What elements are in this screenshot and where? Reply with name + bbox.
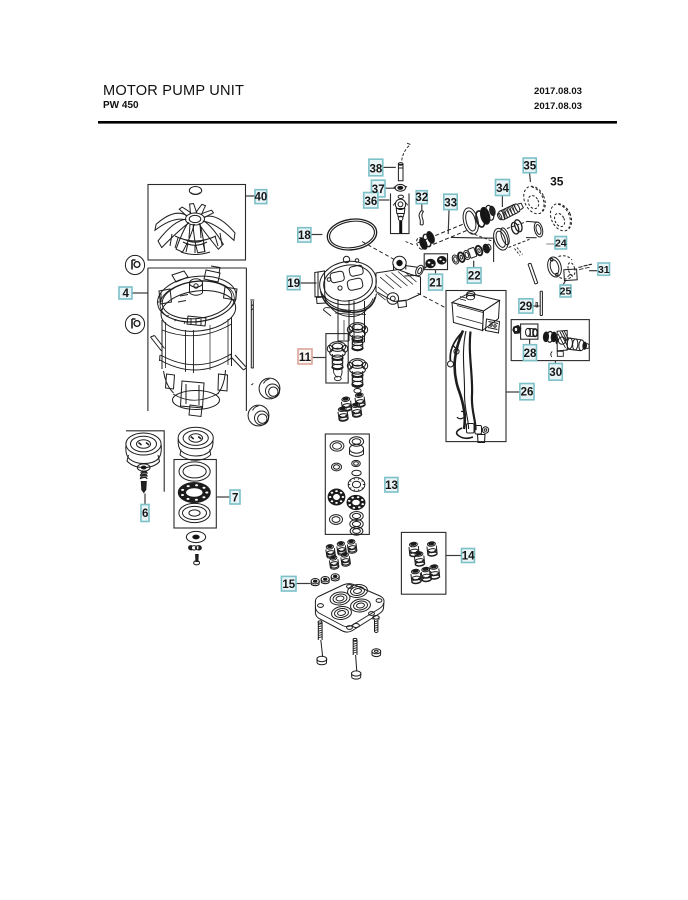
svg-text:30: 30 [549, 367, 562, 379]
svg-text:38: 38 [370, 164, 383, 176]
svg-text:35: 35 [550, 175, 564, 189]
svg-text:MOTOR PUMP UNIT: MOTOR PUMP UNIT [103, 83, 244, 99]
svg-text:7: 7 [232, 493, 238, 505]
svg-text:PW 450: PW 450 [103, 100, 139, 111]
svg-text:37: 37 [372, 184, 385, 196]
svg-text:15: 15 [282, 579, 295, 591]
svg-text:33: 33 [444, 198, 457, 210]
svg-text:32: 32 [415, 192, 428, 204]
svg-text:24: 24 [555, 238, 567, 250]
svg-text:35: 35 [523, 161, 536, 173]
svg-text:29: 29 [520, 301, 533, 313]
svg-text:18: 18 [298, 230, 311, 242]
svg-text:19: 19 [287, 278, 300, 290]
svg-text:11: 11 [299, 352, 312, 364]
svg-text:36: 36 [365, 196, 378, 208]
svg-text:22: 22 [468, 271, 481, 283]
svg-text:40: 40 [255, 192, 268, 204]
svg-text:6: 6 [142, 508, 148, 520]
svg-text:25: 25 [560, 286, 572, 298]
svg-text:2017.08.03: 2017.08.03 [534, 101, 582, 112]
svg-text:4: 4 [122, 288, 129, 300]
svg-text:31: 31 [598, 264, 610, 276]
svg-text:28: 28 [524, 348, 537, 360]
svg-text:13: 13 [385, 480, 398, 492]
svg-text:2017.08.03: 2017.08.03 [534, 86, 582, 97]
svg-text:21: 21 [429, 278, 442, 290]
svg-text:14: 14 [462, 551, 475, 563]
svg-text:34: 34 [496, 183, 509, 195]
svg-text:26: 26 [521, 387, 534, 399]
